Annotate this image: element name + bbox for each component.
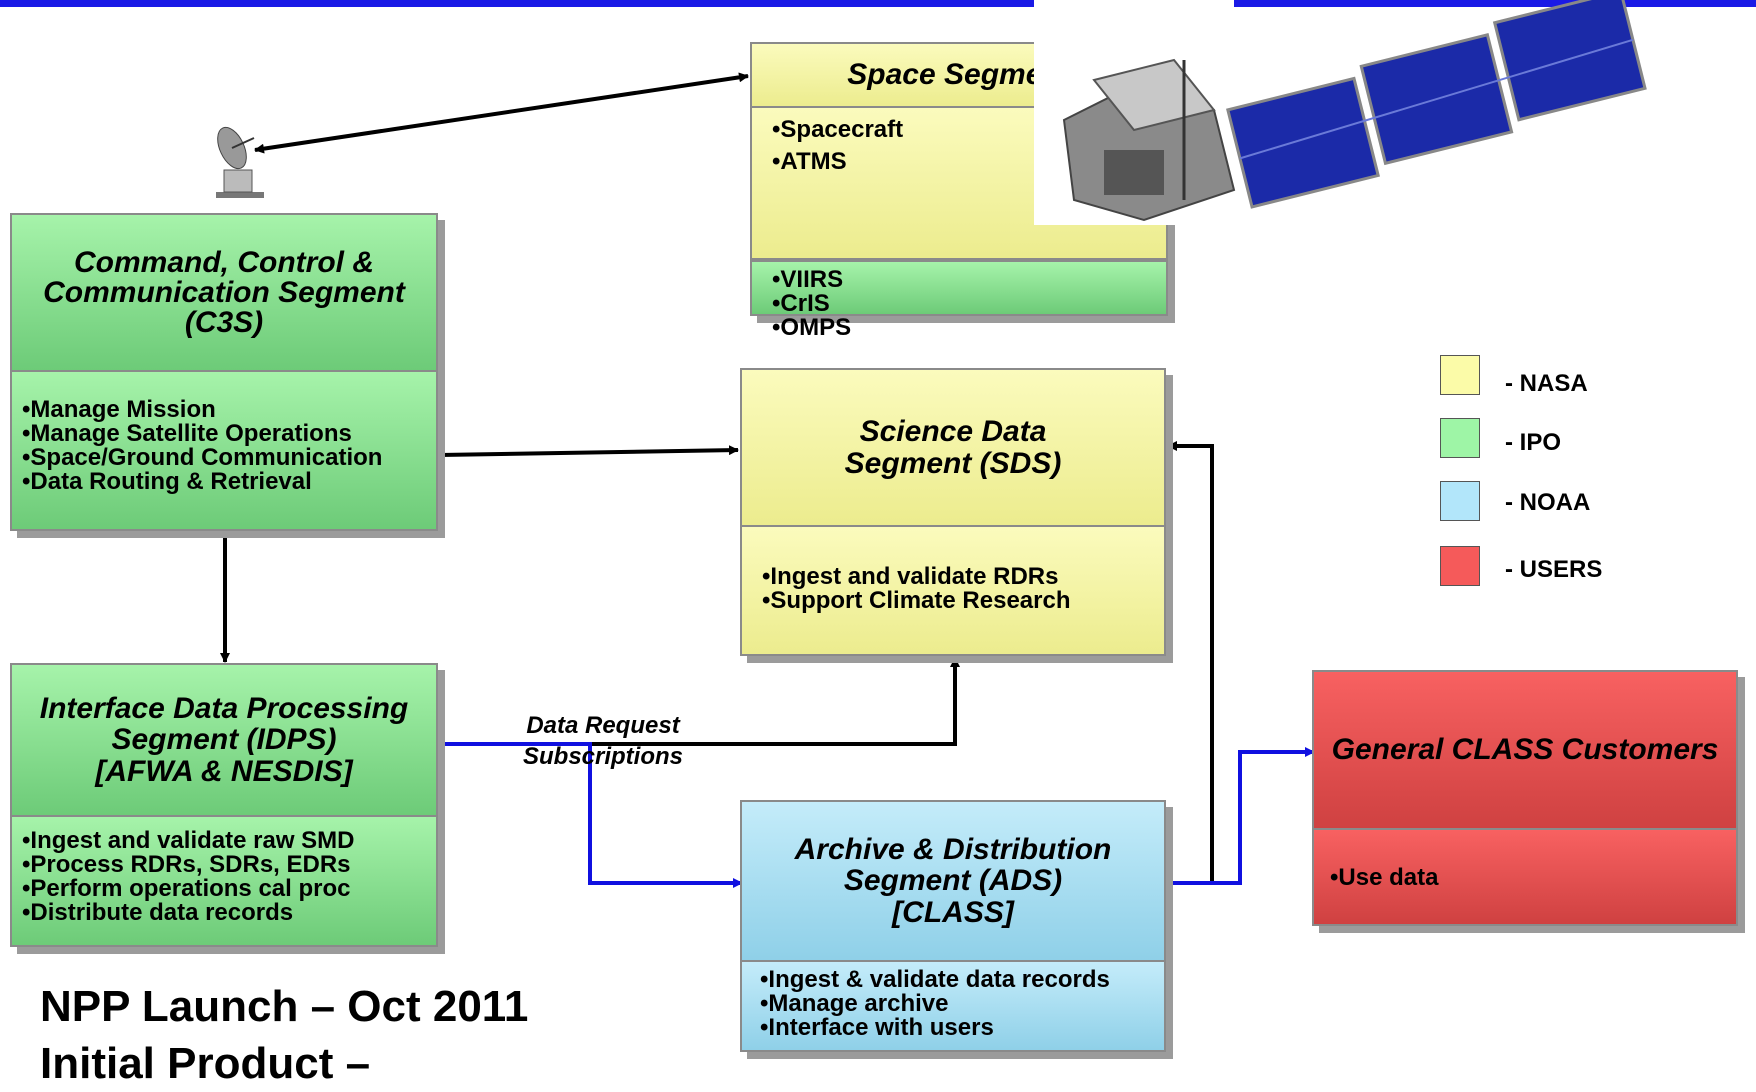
ads-title-line: [CLASS] — [892, 895, 1014, 929]
idps-title: Interface Data Processing Segment (IDPS)… — [10, 663, 438, 817]
ads-title: Archive & Distribution Segment (ADS) [CL… — [740, 800, 1166, 962]
list-item: •OMPS — [772, 314, 852, 341]
c3s-title-line: Communication Segment — [43, 275, 405, 309]
list-item: •Ingest and validate RDRs — [762, 563, 1059, 590]
satellite-image — [1034, 0, 1647, 225]
list-item: •Data Routing & Retrieval — [22, 468, 312, 495]
list-item: •Distribute data records — [22, 899, 294, 926]
data-request-line: Data Request — [526, 712, 680, 739]
ads-box: Archive & Distribution Segment (ADS) [CL… — [740, 800, 1166, 1052]
customers-title: General CLASS Customers — [1312, 670, 1738, 830]
c3s-title-line: Command, Control & — [74, 245, 374, 279]
sds-box: Science Data Segment (SDS) •Ingest and v… — [740, 368, 1166, 656]
customers-items: •Use data — [1312, 830, 1738, 926]
sds-title-line: Segment (SDS) — [844, 446, 1062, 480]
arrow-antenna-space — [254, 72, 749, 154]
list-item: •Perform operations cal proc — [22, 875, 351, 902]
list-item: •Ingest and validate raw SMD — [22, 827, 355, 854]
c3s-title-line: (C3S) — [184, 305, 264, 339]
footer-line: Initial Product – — [40, 1039, 371, 1089]
footer-line: NPP Launch – Oct 2011 — [40, 982, 529, 1031]
c3s-box: Command, Control & Communication Segment… — [10, 213, 438, 531]
idps-title-line: Segment (IDPS) — [111, 723, 337, 757]
idps-title-line: Interface Data Processing — [39, 691, 409, 725]
list-item: •Spacecraft — [772, 116, 904, 143]
legend-label-ipo: - IPO — [1505, 429, 1562, 456]
list-item: •Process RDRs, SDRs, EDRs — [22, 851, 351, 878]
arrow-idps-ads — [440, 742, 743, 888]
arrow-ads-sds — [1167, 441, 1214, 883]
list-item: •ATMS — [772, 148, 847, 175]
legend-label-users: - USERS — [1505, 556, 1603, 583]
arrow-ads-customers — [1168, 747, 1315, 885]
legend-swatch-nasa — [1440, 355, 1480, 395]
ads-title-line: Archive & Distribution — [794, 832, 1112, 866]
list-item: •Support Climate Research — [762, 587, 1071, 614]
list-item: •Manage Mission — [22, 396, 216, 423]
legend-swatch-ipo — [1440, 418, 1480, 458]
c3s-title: Command, Control & Communication Segment… — [10, 213, 438, 372]
legend-label-nasa: - NASA — [1505, 370, 1588, 397]
ads-title-line: Segment (ADS) — [843, 864, 1063, 898]
idps-items: •Ingest and validate raw SMD •Process RD… — [10, 817, 438, 947]
ads-items: •Ingest & validate data records •Manage … — [740, 962, 1166, 1052]
arrow-idps-sds — [440, 657, 960, 746]
connector-arrows — [220, 72, 1315, 888]
legend-label-noaa: - NOAA — [1505, 489, 1591, 516]
top-bar — [0, 0, 1756, 7]
list-item: •VIIRS — [772, 266, 844, 293]
list-item: •Interface with users — [760, 1014, 994, 1041]
c3s-items: •Manage Mission •Manage Satellite Operat… — [10, 372, 438, 531]
list-item: •Space/Ground Communication — [22, 444, 383, 471]
list-item: •CrIS — [772, 290, 830, 317]
data-request-label: Data Request Subscriptions — [508, 710, 698, 772]
idps-title-line: [AFWA & NESDIS] — [95, 754, 353, 788]
sds-title-line: Science Data — [859, 415, 1047, 448]
list-item: •Manage archive — [760, 990, 949, 1017]
list-item: •Ingest & validate data records — [760, 966, 1110, 993]
sds-items: •Ingest and validate RDRs •Support Clima… — [740, 527, 1166, 656]
idps-box: Interface Data Processing Segment (IDPS)… — [10, 663, 438, 947]
data-request-line: Subscriptions — [522, 743, 684, 771]
arrow-c3s-sds — [439, 445, 739, 457]
sds-title: Science Data Segment (SDS) — [740, 368, 1166, 527]
legend-swatch-noaa — [1440, 481, 1480, 521]
satellite-dish-icon — [216, 126, 264, 198]
list-item: •Manage Satellite Operations — [22, 420, 352, 447]
legend-swatch-users — [1440, 546, 1480, 586]
customers-box: General CLASS Customers •Use data — [1312, 670, 1738, 926]
footer-text: NPP Launch – Oct 2011 Initial Product – — [40, 978, 528, 1092]
list-item: •Use data — [1330, 864, 1439, 891]
space-segment-items-bottom: •VIIRS •CrIS •OMPS — [750, 260, 1168, 340]
